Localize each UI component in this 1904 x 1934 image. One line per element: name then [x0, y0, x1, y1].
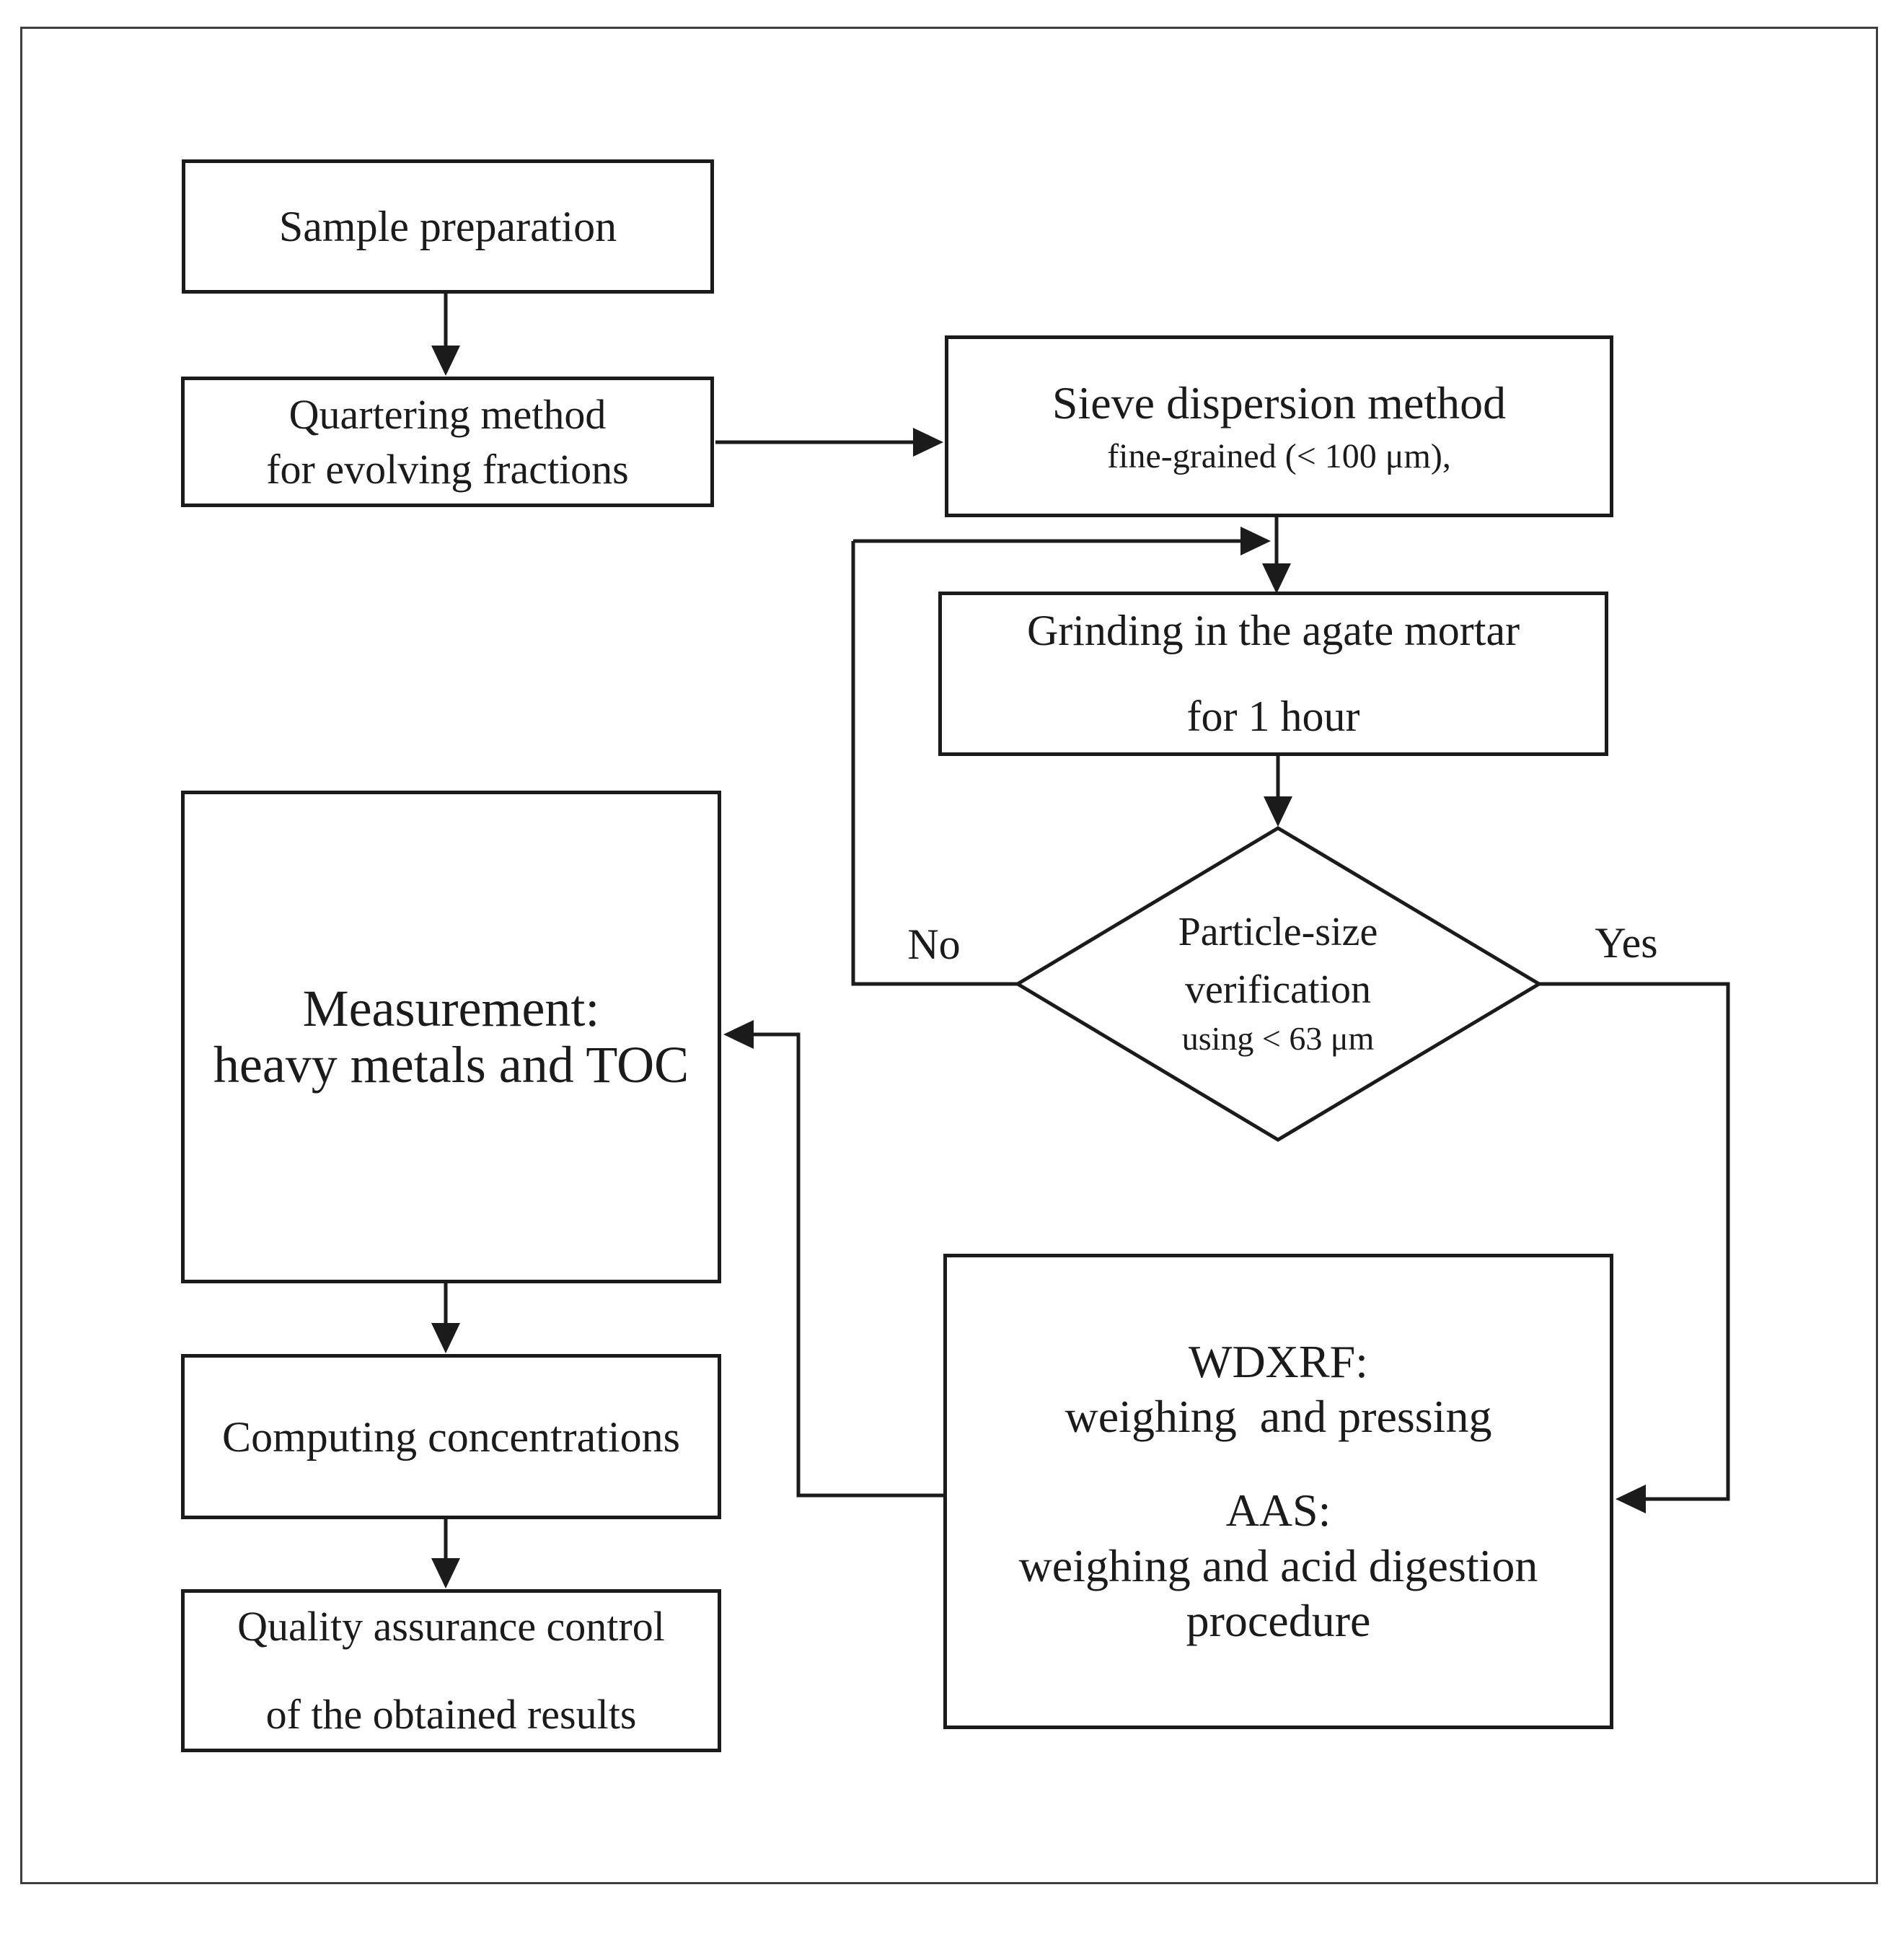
node-quality-assurance: Quality assurance control of the obtaine…: [181, 1589, 721, 1752]
node-grinding-line2: for 1 hour: [1186, 693, 1360, 740]
connector-wdxrf-to-measurement: [751, 1032, 946, 1498]
node-sieve-subtitle: fine-grained (< 100 μm),: [1107, 437, 1451, 476]
edge-label-no: No: [907, 920, 961, 968]
arrowhead-into-decision: [1264, 796, 1292, 827]
node-sieve-title: Sieve dispersion method: [1052, 377, 1507, 428]
arrowhead-into-wdxrf: [1616, 1485, 1646, 1513]
node-wdxrf-line5: procedure: [1186, 1594, 1371, 1646]
node-quartering-method: Quartering method for evolving fractions: [181, 377, 714, 507]
node-computing-concentrations: Computing concentrations: [181, 1354, 721, 1519]
node-computing-label: Computing concentrations: [222, 1412, 680, 1461]
arrowhead-into-measurement: [723, 1020, 754, 1049]
node-grinding: Grinding in the agate mortar for 1 hour: [938, 592, 1608, 756]
decision-diamond-shape: [1014, 826, 1543, 1142]
node-sieve-dispersion: Sieve dispersion method fine-grained (< …: [945, 335, 1613, 517]
node-measurement-line1: Measurement:: [302, 980, 600, 1038]
arrowhead-into-sieve: [913, 428, 943, 457]
node-wdxrf-line4: weighing and acid digestion: [1018, 1539, 1538, 1591]
node-measurement-line2: heavy metals and TOC: [213, 1035, 689, 1094]
edge-label-yes: Yes: [1595, 919, 1658, 967]
node-measurement: Measurement: heavy metals and TOC: [181, 791, 721, 1283]
connector-decision-no-path: [851, 541, 1018, 986]
node-wdxrf-aas: WDXRF: weighing and pressing AAS: weighi…: [943, 1254, 1613, 1729]
arrowhead-into-quartering: [431, 346, 460, 376]
node-wdxrf-line1: WDXRF:: [1189, 1336, 1368, 1388]
node-sample-preparation: Sample preparation: [182, 159, 714, 294]
node-grinding-line1: Grinding in the agate mortar: [1026, 607, 1520, 654]
arrowhead-into-quality: [431, 1558, 460, 1588]
node-wdxrf-line2: weighing and pressing: [1065, 1391, 1492, 1443]
arrowhead-into-computing: [431, 1323, 460, 1353]
figure-outer-border: [20, 27, 1878, 1884]
connector-decision-yes-path: [1539, 982, 1730, 1501]
node-quality-line2: of the obtained results: [265, 1691, 637, 1738]
node-quartering-line2: for evolving fractions: [266, 445, 629, 493]
arrowhead-into-grinding: [1262, 563, 1291, 594]
node-wdxrf-line3: AAS:: [1225, 1485, 1331, 1537]
node-quality-line1: Quality assurance control: [237, 1603, 665, 1650]
arrowhead-no-return-junction: [1240, 527, 1271, 555]
node-quartering-line1: Quartering method: [288, 391, 607, 439]
node-sample-preparation-label: Sample preparation: [278, 203, 617, 250]
